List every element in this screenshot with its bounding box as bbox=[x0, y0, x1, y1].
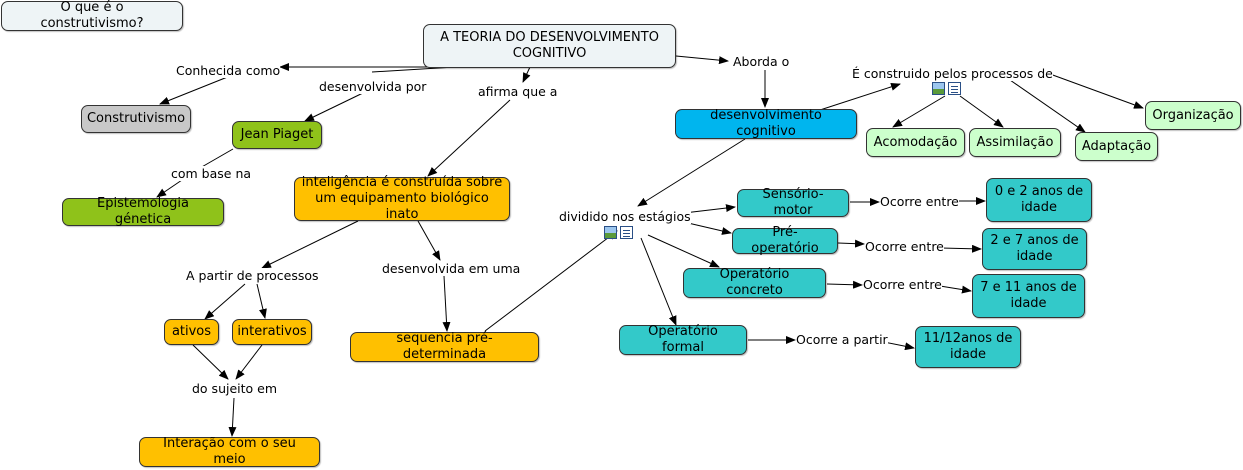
desenvolvimento-cognitivo-node[interactable]: desenvolvimento cognitivo bbox=[675, 108, 857, 139]
connector-line bbox=[228, 397, 237, 437]
age-0-2-node[interactable]: 0 e 2 anos de idade bbox=[986, 178, 1092, 222]
ativos-node[interactable]: ativos bbox=[164, 319, 219, 345]
pre-operatorio-node[interactable]: Pré-operatório bbox=[732, 225, 838, 256]
connector-line bbox=[235, 344, 263, 380]
connector-line bbox=[647, 234, 720, 268]
interativos-node[interactable]: interativos bbox=[232, 319, 312, 345]
connector-line bbox=[1009, 79, 1086, 133]
age-11-12-node[interactable]: 11/12anos de idade bbox=[915, 326, 1021, 368]
connector-line bbox=[637, 138, 746, 207]
adaptacao-node[interactable]: Adaptação bbox=[1075, 132, 1158, 161]
link-desenvolvida-por[interactable]: desenvolvida por bbox=[319, 79, 427, 94]
resource-icons-processos bbox=[932, 82, 961, 95]
interacao-node[interactable]: Interação com o seu meio bbox=[139, 436, 320, 467]
question-node[interactable]: O que é o construtivismo? bbox=[1, 0, 183, 31]
image-resource-icon[interactable] bbox=[604, 226, 617, 239]
operatorio-concreto-node[interactable]: Operatório concreto bbox=[683, 267, 826, 298]
connector-line bbox=[883, 341, 915, 351]
connector-line bbox=[837, 239, 865, 248]
link-construido-pelos[interactable]: É construido pelos processos de bbox=[852, 66, 1053, 81]
inteligencia-node[interactable]: inteligência é construída sobre um equip… bbox=[294, 175, 510, 222]
jean-piaget-node[interactable]: Jean Piaget bbox=[232, 121, 322, 149]
age-7-11-node[interactable]: 7 e 11 anos de idade bbox=[972, 274, 1085, 318]
age-2-7-node[interactable]: 2 e 7 anos de idade bbox=[982, 228, 1087, 270]
connector-line bbox=[939, 285, 972, 294]
link-ocorre-entre-3[interactable]: Ocorre entre bbox=[863, 277, 942, 292]
connector-line bbox=[892, 95, 946, 128]
link-aborda-o[interactable]: Aborda o bbox=[733, 54, 790, 69]
connector-line bbox=[522, 66, 531, 83]
link-dividido-nos-estagios[interactable]: dividido nos estágios bbox=[559, 209, 691, 224]
connector-line bbox=[675, 55, 729, 65]
operatorio-formal-node[interactable]: Operatório formal bbox=[619, 324, 747, 355]
image-resource-icon[interactable] bbox=[932, 82, 945, 95]
link-ocorre-entre-2[interactable]: Ocorre entre bbox=[865, 239, 944, 254]
connector-line bbox=[940, 244, 982, 253]
link-desenvolvida-em-uma[interactable]: desenvolvida em uma bbox=[382, 261, 521, 276]
connector-line bbox=[484, 230, 618, 332]
connector-line bbox=[156, 179, 183, 198]
link-afirma-que-a[interactable]: afirma que a bbox=[478, 84, 558, 99]
connector-line bbox=[442, 275, 451, 332]
assimilacao-node[interactable]: Assimilação bbox=[969, 128, 1061, 157]
resource-icons-estagios bbox=[604, 226, 633, 239]
connector-line bbox=[417, 220, 441, 261]
link-ocorre-a-partir[interactable]: Ocorre a partir bbox=[796, 332, 888, 347]
construtivismo-node[interactable]: Construtivismo bbox=[81, 105, 191, 133]
link-do-sujeito-em[interactable]: do sujeito em bbox=[192, 381, 278, 396]
document-resource-icon[interactable] bbox=[620, 226, 633, 239]
title-node[interactable]: A TEORIA DO DESENVOLVIMENTO COGNITIVO bbox=[423, 24, 676, 68]
connector-line bbox=[261, 220, 359, 269]
link-ocorre-entre-1[interactable]: Ocorre entre bbox=[880, 194, 959, 209]
connector-line bbox=[683, 204, 736, 214]
document-resource-icon[interactable] bbox=[948, 82, 961, 95]
connector-line bbox=[640, 237, 677, 326]
link-conhecida-como[interactable]: Conhecida como bbox=[176, 63, 281, 78]
link-com-base-na[interactable]: com base na bbox=[171, 166, 252, 181]
connector-line bbox=[826, 280, 863, 289]
connector-line bbox=[304, 91, 366, 122]
acomodacao-node[interactable]: Acomodação bbox=[866, 128, 965, 157]
organizacao-node[interactable]: Organização bbox=[1145, 101, 1241, 130]
connector-line bbox=[204, 283, 246, 320]
connector-line bbox=[256, 283, 267, 319]
sequencia-node[interactable]: sequencia pré-determinada bbox=[350, 331, 539, 362]
connector-line bbox=[199, 148, 234, 169]
connector-line bbox=[192, 344, 229, 380]
connector-line bbox=[687, 222, 732, 235]
connector-line bbox=[959, 95, 1004, 128]
sensorio-motor-node[interactable]: Sensório-motor bbox=[737, 187, 849, 218]
link-a-partir-de-processos[interactable]: A partir de processos bbox=[186, 268, 319, 283]
connector-line bbox=[1049, 73, 1144, 109]
epistemologia-node[interactable]: Epistemologia génetica bbox=[62, 196, 224, 227]
connector-line bbox=[819, 82, 901, 111]
connector-line bbox=[427, 99, 511, 177]
